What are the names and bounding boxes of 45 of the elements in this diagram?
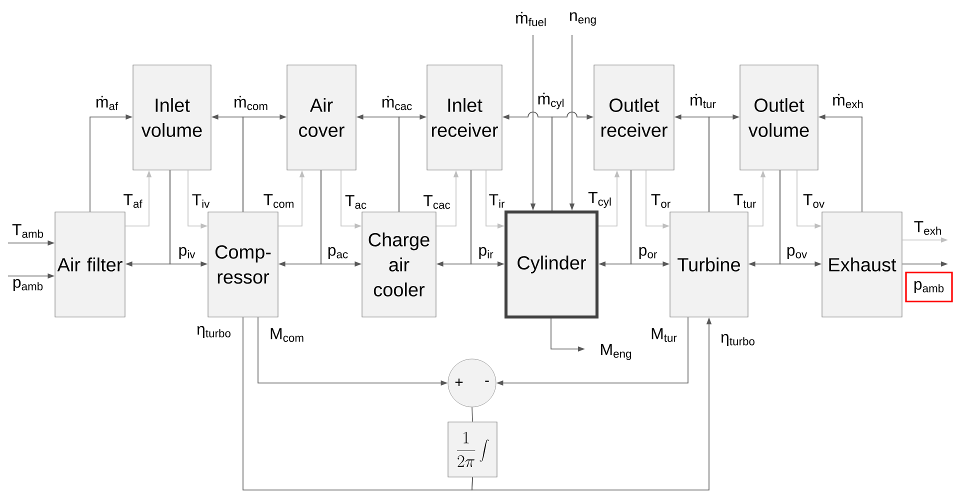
signal-label: ṁ$_{af}$	[96, 96, 118, 110]
signal-label: p$_{ir}$	[479, 247, 494, 259]
signal-label: T$_{ov}$	[803, 194, 825, 208]
process-block: Charge air cooler	[362, 212, 436, 318]
signal-label: ṁ$_{exh}$	[833, 94, 863, 108]
signal-label: T$_{com}$	[264, 194, 294, 208]
process-block: Turbine	[670, 212, 748, 318]
signal-label: p$_{ov}$	[787, 247, 808, 259]
signal-label: T$_{tur}$	[734, 194, 756, 208]
signal-label: ṁ$_{fuel}$	[516, 12, 546, 26]
process-block: Exhaust	[822, 212, 902, 318]
signal-label: ṁ$_{cac}$	[382, 96, 412, 110]
highlighted-label: p$_{amb}$	[905, 272, 953, 302]
signal-label: T$_{amb}$	[12, 224, 44, 238]
signal-label: n$_{eng}$	[570, 12, 596, 26]
signal-label: T$_{af}$	[124, 194, 142, 208]
process-block: Outlet receiver	[594, 64, 674, 170]
signal-label: T$_{exh}$	[914, 221, 941, 235]
process-block: Comp- ressor	[208, 212, 278, 318]
sum-junction: + -	[448, 358, 496, 408]
signal-label: T$_{iv}$	[192, 194, 210, 208]
process-block: Air cover	[286, 64, 356, 170]
signal-label: T$_{cac}$	[424, 195, 450, 209]
signal-label: ṁ$_{cyl}$	[538, 92, 564, 110]
signal-label: η$_{turbo}$	[197, 326, 230, 338]
process-block: Inlet volume	[132, 64, 212, 170]
signal-label: ṁ$_{tur}$	[690, 94, 716, 108]
signal-label: T$_{or}$	[651, 194, 670, 208]
process-block: Inlet receiver	[426, 64, 502, 170]
process-block: Outlet volume	[740, 64, 818, 170]
signal-label: p$_{ac}$	[328, 247, 348, 259]
signal-label: η$_{turbo}$	[721, 334, 754, 346]
signal-label: p$_{iv}$	[179, 247, 196, 259]
signal-label: T$_{ac}$	[345, 195, 366, 209]
signal-label: T$_{cyl}$	[588, 192, 611, 208]
process-block: Air filter	[54, 212, 126, 318]
signal-label: M$_{com}$	[270, 328, 304, 342]
signal-label: M$_{tur}$	[652, 328, 677, 342]
cylinder-block: Cylinder	[504, 210, 598, 318]
signal-label: p$_{or}$	[639, 247, 657, 259]
signal-label: M$_{eng}$	[601, 344, 632, 360]
integrator-block: $\frac{1}{2\pi}\int$	[448, 422, 498, 478]
signal-label: T$_{ir}$	[489, 194, 505, 208]
signal-label: p$_{amb}$	[13, 279, 43, 291]
signal-label: ṁ$_{com}$	[234, 96, 268, 110]
